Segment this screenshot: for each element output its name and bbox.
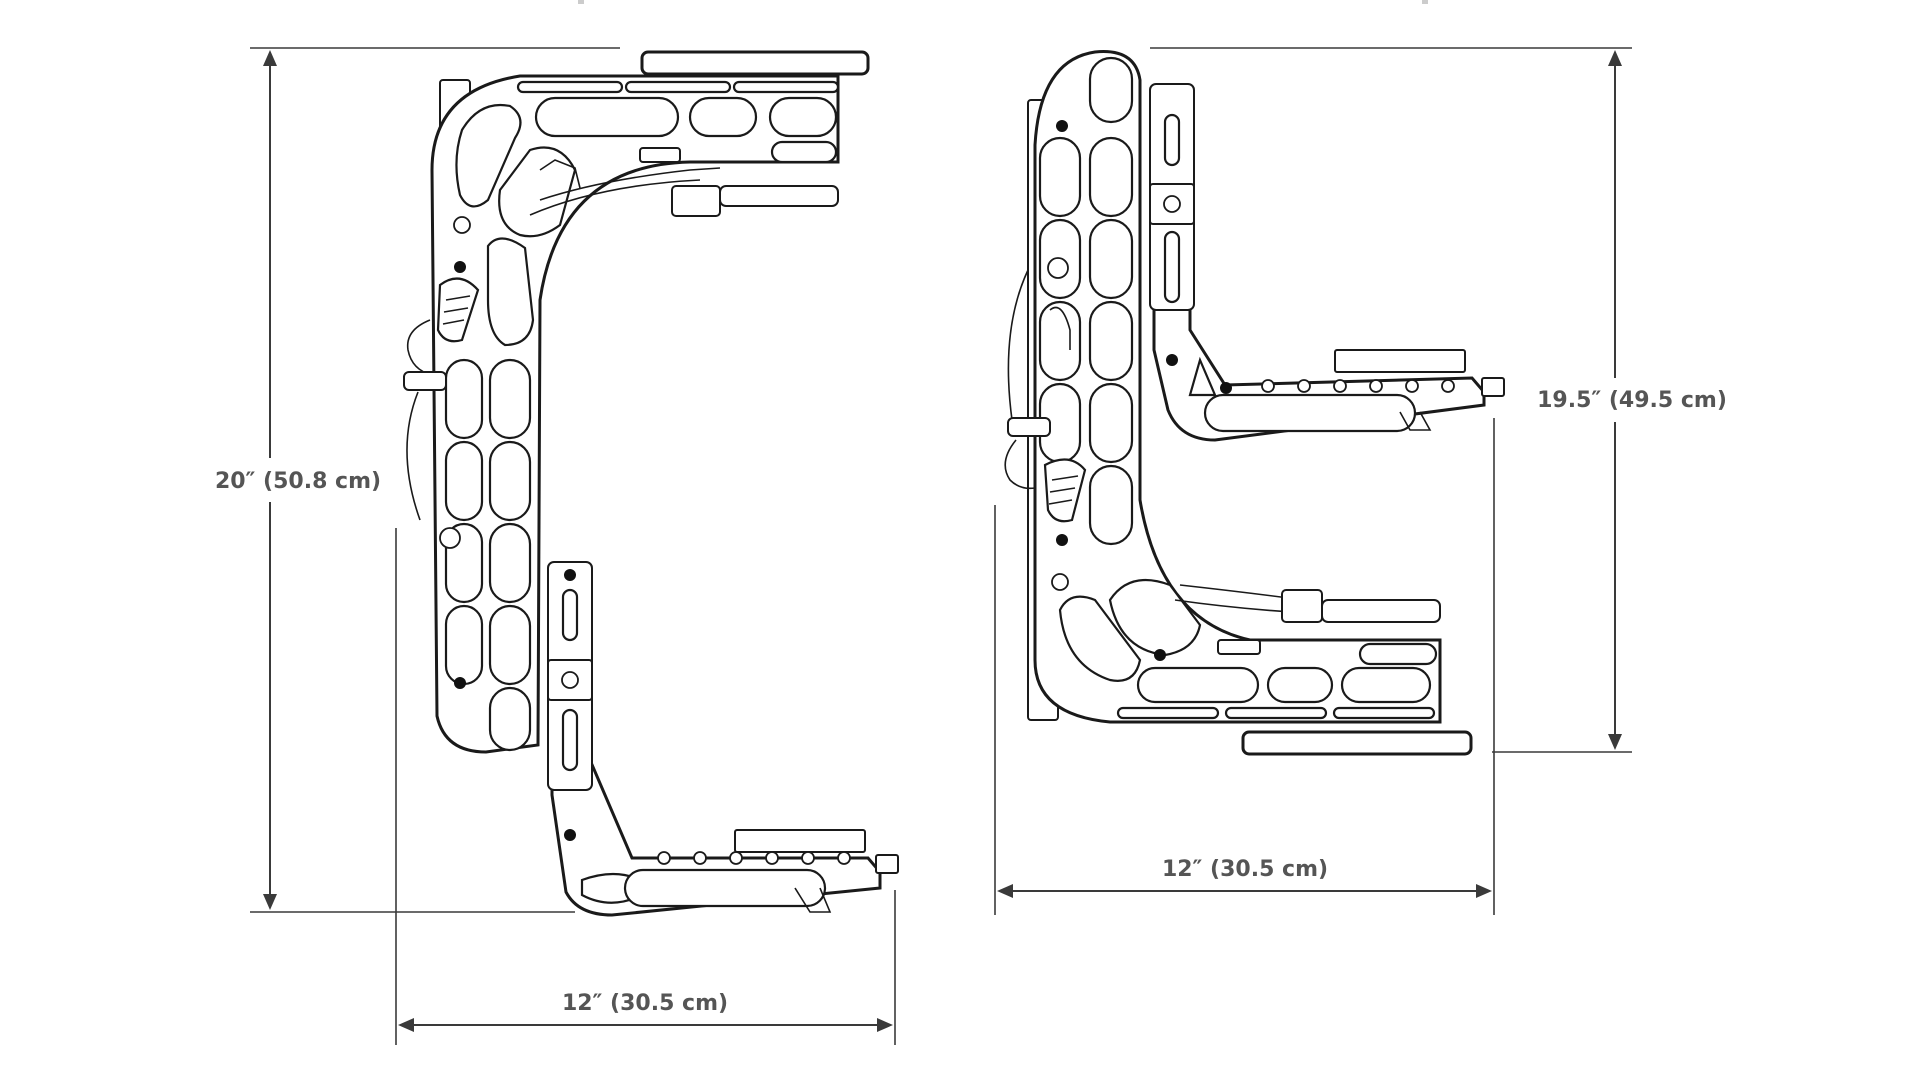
left-bracket-drawing — [403, 50, 899, 917]
right-height-dimension: 19.5″ (49.5 cm) — [1150, 47, 1727, 753]
right-bracket-drawing — [1004, 50, 1505, 756]
right-width-dimension: 12″ (30.5 cm) — [994, 418, 1495, 915]
left-height-dimension: 20″ (50.8 cm) — [205, 47, 620, 913]
left-width-dimension: 12″ (30.5 cm) — [395, 528, 896, 1045]
left-width-label: 12″ (30.5 cm) — [562, 991, 728, 1016]
right-height-label: 19.5″ (49.5 cm) — [1537, 388, 1727, 413]
left-height-label: 20″ (50.8 cm) — [215, 469, 381, 494]
right-width-label: 12″ (30.5 cm) — [1162, 857, 1328, 882]
